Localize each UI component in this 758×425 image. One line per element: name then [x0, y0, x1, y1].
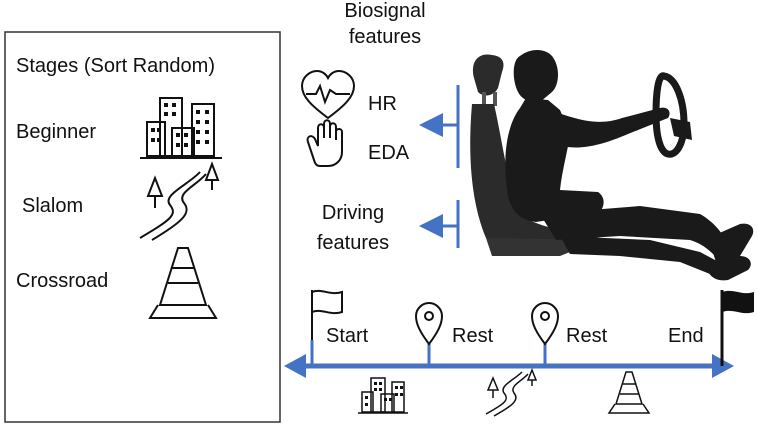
timeline-end-label: End: [668, 325, 704, 347]
biosignal-title-line1: Biosignal: [344, 0, 425, 22]
traffic-cone-icon: [607, 371, 651, 414]
driving-arrow: [419, 200, 460, 248]
end-flag-icon: [720, 290, 754, 366]
timeline-start-label: Start: [326, 325, 369, 347]
heart-pulse-icon: [300, 69, 356, 120]
winding-road-trees-icon: [139, 161, 220, 241]
driving-features: Driving features: [317, 200, 460, 254]
stage-crossroad-label: Crossroad: [16, 270, 108, 292]
location-pin-icon: [414, 301, 444, 346]
biosignal-features: Biosignal features HR EDA: [300, 0, 460, 168]
location-pin-icon: [530, 301, 560, 346]
stage-beginner-label: Beginner: [16, 121, 96, 143]
session-timeline: Start Rest Rest End: [284, 289, 754, 417]
driving-title-line1: Driving: [322, 202, 384, 224]
stages-title: Stages (Sort Random): [16, 55, 215, 77]
biosignal-title-line2: features: [349, 26, 421, 48]
driving-title-line2: features: [317, 232, 389, 254]
stage-slalom-label: Slalom: [22, 195, 83, 217]
hr-label: HR: [368, 93, 397, 115]
timeline-rest2-label: Rest: [566, 325, 608, 347]
traffic-cone-icon: [148, 247, 218, 319]
driver-silhouette-image: [470, 50, 754, 281]
timeline-left-arrowhead: [284, 354, 306, 378]
hand-icon: [306, 119, 343, 167]
buildings-icon: [358, 377, 408, 414]
winding-road-trees-icon: [485, 367, 538, 417]
timeline-rest1-label: Rest: [452, 325, 494, 347]
buildings-icon: [140, 97, 222, 159]
biosignal-arrow: [419, 85, 460, 168]
eda-label: EDA: [368, 142, 410, 164]
driver-body: [505, 50, 754, 281]
start-flag-icon: [311, 289, 343, 340]
stages-box: Stages (Sort Random) Beginner Slalom: [4, 31, 281, 423]
